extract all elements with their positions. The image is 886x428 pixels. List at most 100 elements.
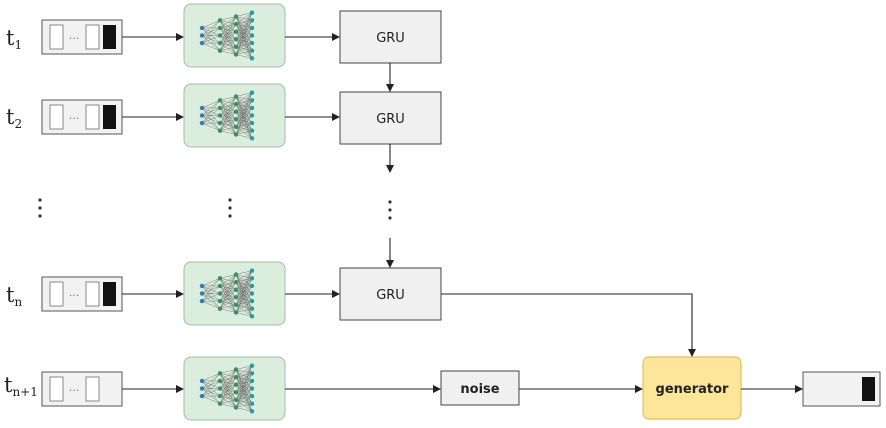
neuron-node xyxy=(233,382,239,387)
neuron-node xyxy=(217,401,223,406)
neuron-node xyxy=(199,33,205,38)
input-sequence-tn1: ··· xyxy=(41,371,123,407)
neuron-node xyxy=(199,298,205,304)
neuron-node xyxy=(233,132,239,137)
neuron-node xyxy=(249,291,255,296)
neuron-node xyxy=(233,29,239,34)
input-sequence-t2: ··· xyxy=(41,99,123,135)
ellipsis-column-network xyxy=(228,198,232,218)
neuron-node xyxy=(217,291,223,296)
neuron-node xyxy=(249,363,255,368)
input-ellipsis: ··· xyxy=(69,289,80,302)
neuron-node xyxy=(217,120,223,126)
input-ellipsis: ··· xyxy=(69,32,80,45)
neural-network-block-t2 xyxy=(183,83,286,148)
neuron-node xyxy=(233,94,239,99)
row-label-tn1: tn+1 xyxy=(4,373,38,399)
neuron-node xyxy=(217,378,223,384)
neuron-node xyxy=(249,105,255,111)
neuron-node xyxy=(233,374,239,380)
neuron-node xyxy=(249,98,255,103)
neuron-node xyxy=(217,393,223,399)
input-sequence-t1: ··· xyxy=(41,19,123,55)
neuron-node xyxy=(217,98,223,103)
neuron-node xyxy=(249,283,255,289)
neuron-node xyxy=(249,40,255,46)
gru-label: GRU xyxy=(376,112,405,127)
neuron-node xyxy=(217,306,223,311)
neuron-node xyxy=(249,409,255,414)
neuron-node xyxy=(199,393,205,399)
neuron-node xyxy=(233,397,239,403)
neuron-node xyxy=(233,37,239,42)
neuron-node xyxy=(217,386,223,391)
ellipsis-column-input xyxy=(38,198,42,218)
neuron-node xyxy=(217,113,223,118)
neuron-node xyxy=(249,113,255,118)
connections xyxy=(122,33,803,393)
neuron-node xyxy=(249,120,255,126)
neuron-node xyxy=(249,371,255,376)
neuron-node xyxy=(249,268,255,273)
arrow-gru-tn-to-generator xyxy=(441,293,696,357)
neural-network-block-tn1 xyxy=(183,356,286,421)
neuron-node xyxy=(217,25,223,31)
gru-label: GRU xyxy=(376,31,405,46)
neuron-node xyxy=(233,52,239,57)
neural-network-block-tn xyxy=(183,261,286,326)
neuron-node xyxy=(233,124,239,130)
neuron-node xyxy=(217,40,223,46)
neuron-node xyxy=(199,291,205,296)
neuron-node xyxy=(233,405,239,410)
input-ellipsis: ··· xyxy=(69,112,80,125)
output-sequence xyxy=(802,371,881,407)
neuron-node xyxy=(233,117,239,122)
neuron-node xyxy=(249,276,255,281)
neuron-node xyxy=(249,386,255,391)
gru-block-t2: GRU xyxy=(339,91,442,145)
input-sequence-tn: ··· xyxy=(41,276,123,312)
noise-block: noise xyxy=(440,370,520,406)
neuron-node xyxy=(249,393,255,399)
noise-label: noise xyxy=(460,382,499,397)
neuron-node xyxy=(233,310,239,315)
neuron-node xyxy=(249,378,255,384)
neuron-node xyxy=(233,14,239,19)
generator-block: generator xyxy=(642,356,742,420)
neuron-node xyxy=(199,25,205,31)
neuron-node xyxy=(217,298,223,304)
neuron-node xyxy=(233,272,239,277)
neuron-node xyxy=(199,378,205,384)
neuron-node xyxy=(199,283,205,289)
neuron-node xyxy=(217,18,223,23)
neuron-node xyxy=(199,113,205,118)
input-ellipsis: ··· xyxy=(69,384,80,397)
generator-label: generator xyxy=(656,382,730,397)
neuron-node xyxy=(249,128,255,133)
neuron-node xyxy=(249,10,255,15)
neuron-node xyxy=(217,128,223,133)
gru-label: GRU xyxy=(376,288,405,303)
neuron-node xyxy=(249,48,255,53)
neuron-node xyxy=(249,25,255,31)
neuron-node xyxy=(249,90,255,95)
neuron-node xyxy=(249,33,255,38)
gru-block-t1: GRU xyxy=(339,10,442,64)
neuron-node xyxy=(199,40,205,46)
neuron-node xyxy=(199,120,205,126)
gru-block-tn: GRU xyxy=(339,267,442,321)
row-label-tn: tn xyxy=(6,283,22,309)
neuron-node xyxy=(217,283,223,289)
neuron-node xyxy=(233,44,239,50)
neuron-node xyxy=(217,105,223,111)
neuron-node xyxy=(249,401,255,406)
neuron-node xyxy=(199,386,205,391)
neuron-node xyxy=(249,136,255,141)
neuron-node xyxy=(217,33,223,38)
neuron-node xyxy=(249,56,255,61)
neuron-node xyxy=(199,105,205,111)
row-label-t2: t2 xyxy=(6,105,22,131)
neuron-node xyxy=(249,18,255,23)
neuron-node xyxy=(249,314,255,319)
